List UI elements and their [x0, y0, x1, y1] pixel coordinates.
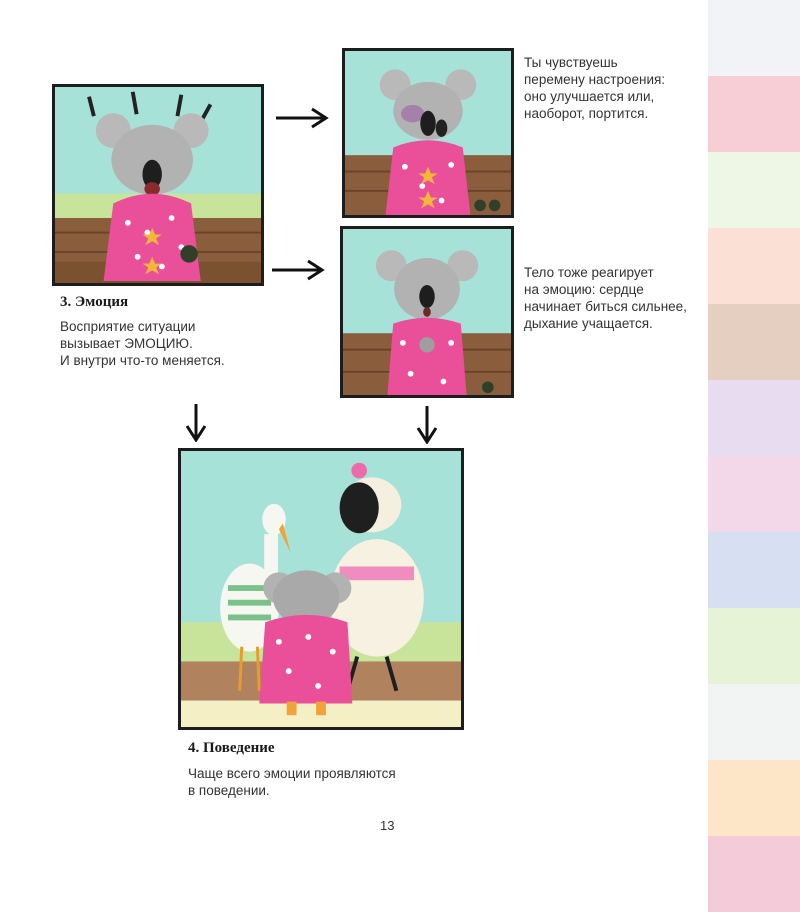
body-line: на эмоцию: сердце	[524, 282, 644, 297]
body-line: начинает биться сильнее,	[524, 299, 687, 314]
color-stripe	[708, 152, 800, 228]
color-stripe	[708, 228, 800, 304]
page-number: 13	[380, 818, 395, 833]
section-4-description: Чаще всего эмоции проявляются в поведени…	[188, 765, 448, 799]
behavior-illustration	[178, 448, 464, 730]
color-stripe	[708, 76, 800, 152]
color-stripe	[708, 380, 800, 456]
decorative-color-stripes	[708, 0, 800, 912]
mood-line: оно улучшается или,	[524, 89, 655, 104]
body-line: дыхание учащается.	[524, 316, 653, 331]
mood-description: Ты чувствуешь перемену настроения: оно у…	[524, 54, 704, 122]
arrow-down-icon	[185, 404, 207, 442]
body-illustration	[340, 226, 514, 398]
section-4-line: Чаще всего эмоции проявляются	[188, 766, 396, 781]
section-3-heading: 3. Эмоция	[60, 294, 129, 310]
section-3-line: Восприятие ситуации	[60, 319, 196, 334]
section-4-line: в поведении.	[188, 783, 270, 798]
color-stripe	[708, 532, 800, 608]
mood-line: Ты чувствуешь	[524, 55, 618, 70]
section-3-line: вызывает ЭМОЦИЮ.	[60, 336, 193, 351]
color-stripe	[708, 456, 800, 532]
color-stripe	[708, 760, 800, 836]
color-stripe	[708, 608, 800, 684]
arrow-right-icon	[276, 107, 329, 129]
body-description: Тело тоже реагирует на эмоцию: сердце на…	[524, 264, 704, 332]
section-4-heading: 4. Поведение	[188, 740, 275, 756]
arrow-down-icon	[416, 406, 438, 444]
color-stripe	[708, 304, 800, 380]
mood-line: перемену настроения:	[524, 72, 666, 87]
section-3-line: И внутри что-то меняется.	[60, 353, 225, 368]
body-line: Тело тоже реагирует	[524, 265, 654, 280]
arrow-right-icon	[272, 259, 325, 281]
emotion-illustration	[52, 84, 264, 286]
color-stripe	[708, 0, 800, 76]
mood-illustration	[342, 48, 514, 218]
color-stripe	[708, 684, 800, 760]
mood-line: наоборот, портится.	[524, 106, 649, 121]
section-3-description: Восприятие ситуации вызывает ЭМОЦИЮ. И в…	[60, 318, 260, 369]
color-stripe	[708, 836, 800, 912]
